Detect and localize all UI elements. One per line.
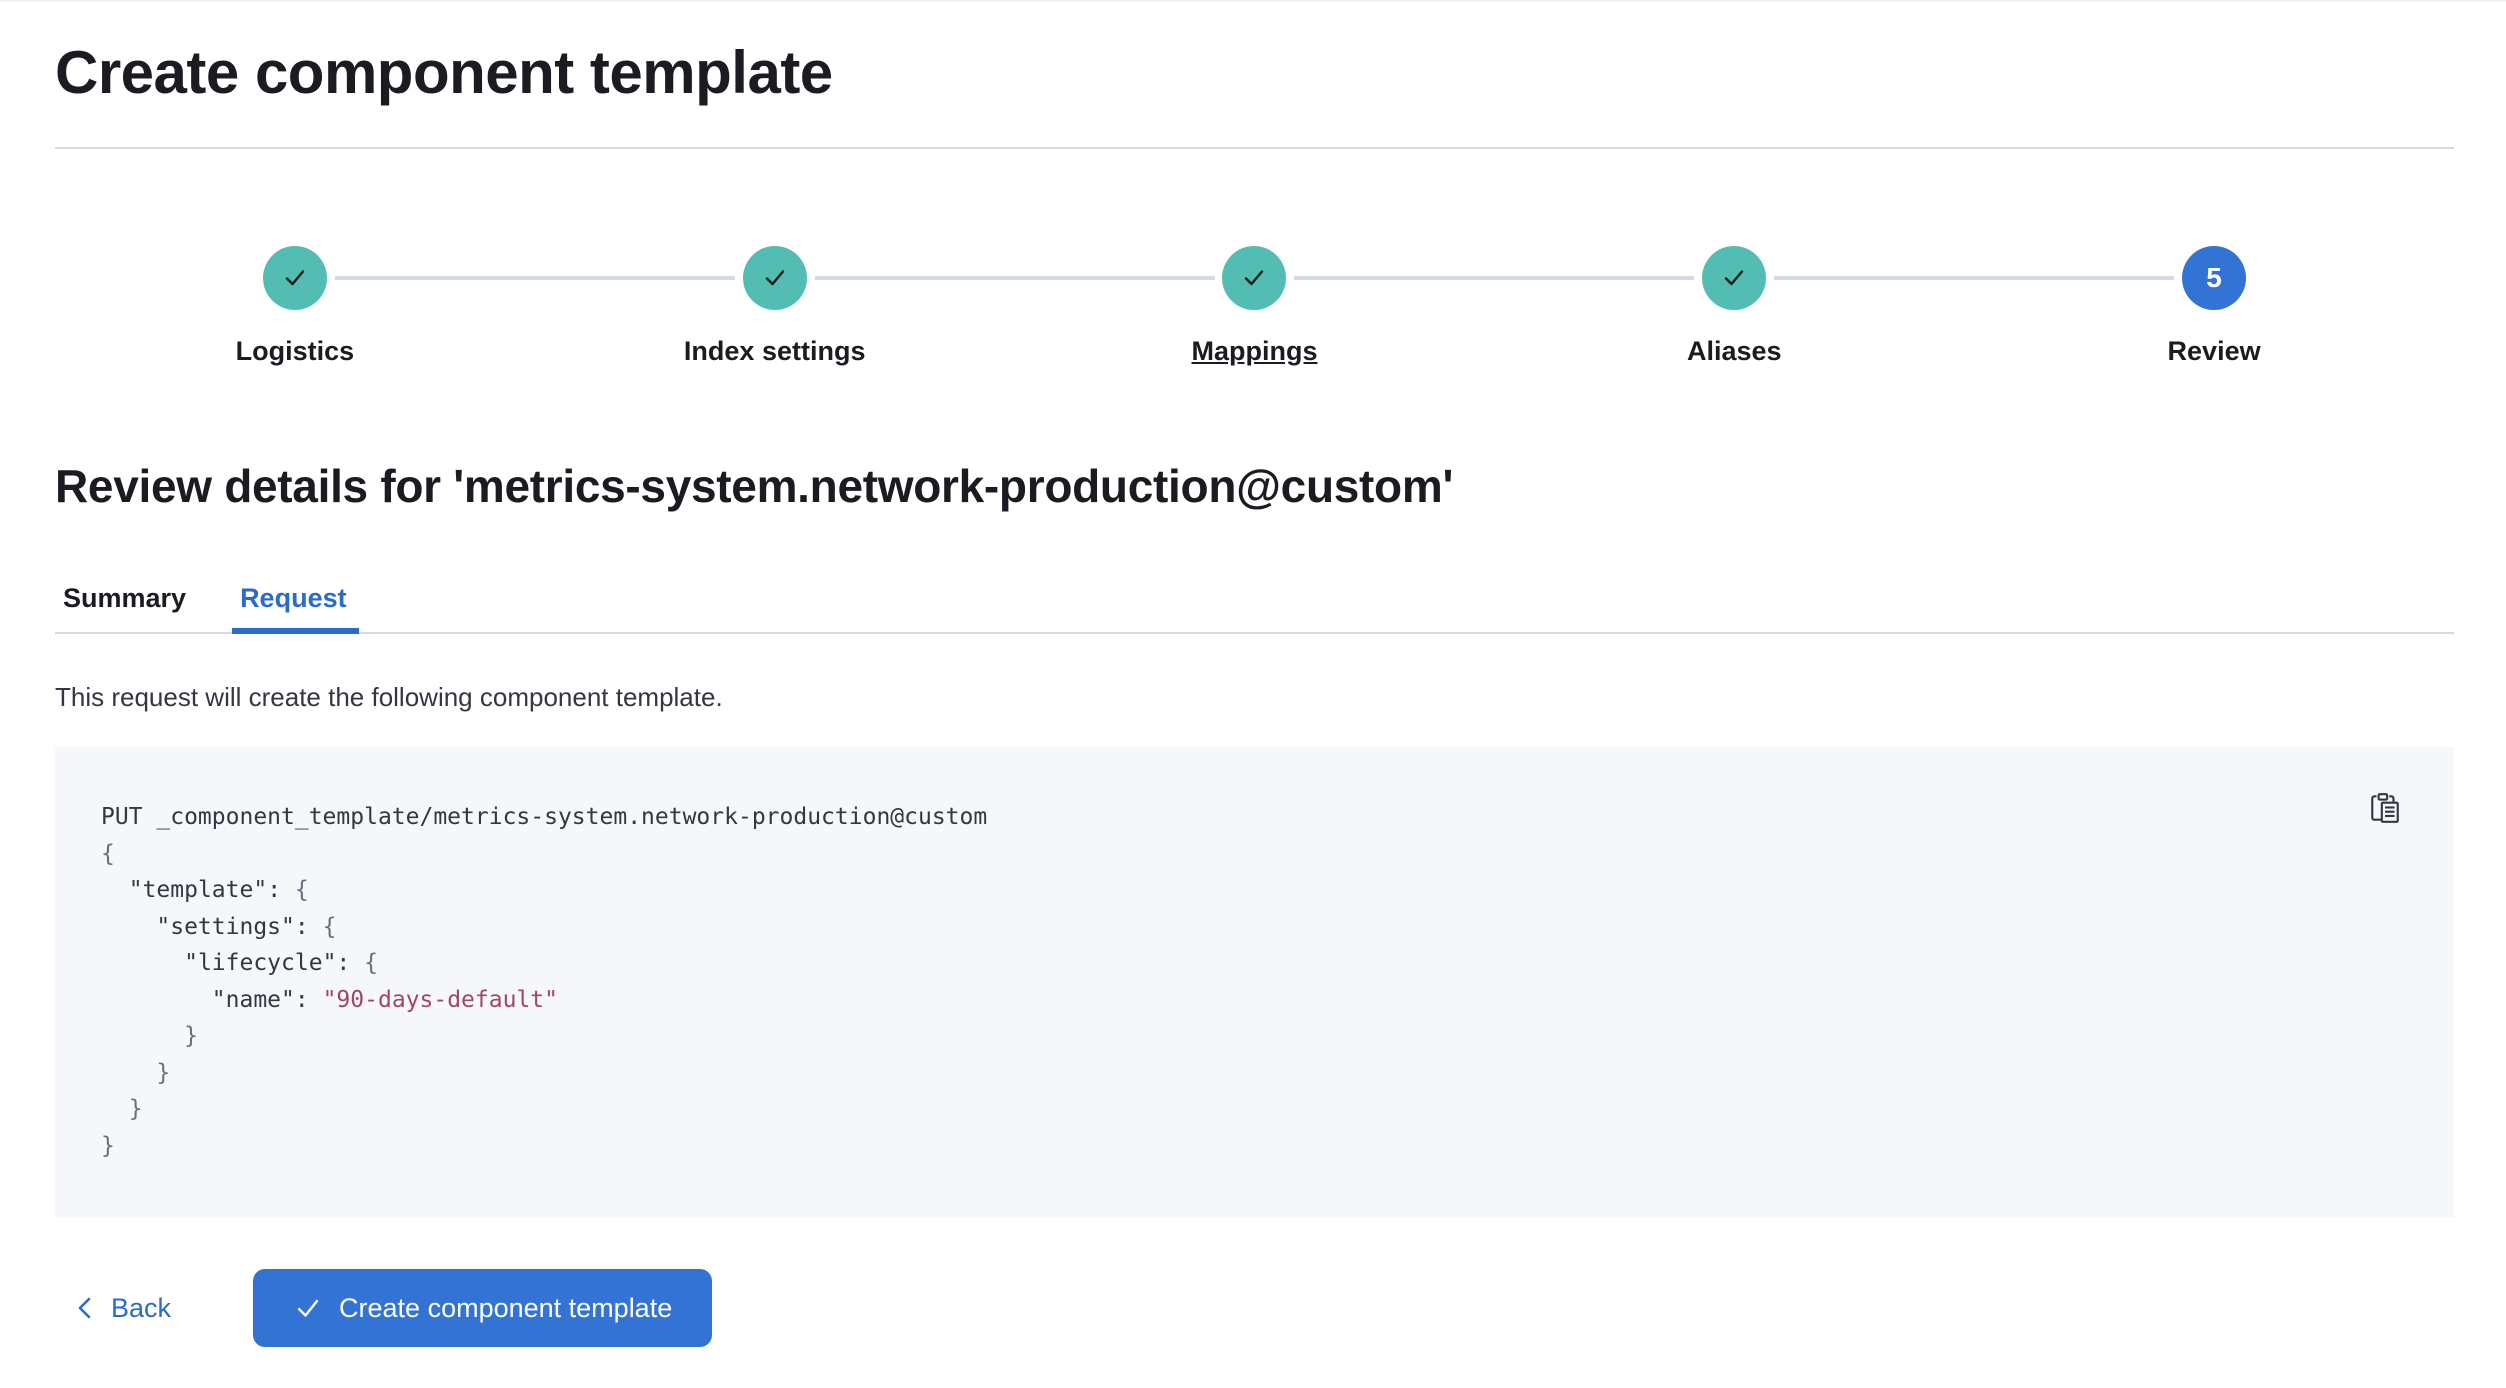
code-line: } (101, 1059, 171, 1086)
step-aliases[interactable]: Aliases (1494, 246, 1975, 367)
step-label[interactable]: Aliases (1687, 336, 1782, 366)
code-line: "lifecycle": { (184, 950, 378, 976)
check-icon (765, 270, 784, 286)
step-connector-line (814, 276, 1015, 280)
step-number: 5 (2206, 262, 2222, 293)
review-tabs: Summary Request (55, 583, 2454, 634)
request-code-block: PUT _component_template/metrics-system.n… (55, 747, 2454, 1217)
title-divider (55, 147, 2454, 149)
code-line: "template": { (128, 877, 309, 903)
review-details-heading: Review details for 'metrics-system.netwo… (55, 460, 1454, 512)
step-logistics[interactable]: Logistics (55, 246, 535, 367)
step-current-circle: 5 (2182, 246, 2247, 310)
step-connector-line (1494, 276, 1695, 280)
code-content: PUT _component_template/metrics-system.n… (101, 799, 2406, 1164)
check-icon (285, 270, 305, 286)
wizard-footer: Back Create component template (55, 1269, 2454, 1347)
create-component-template-page: Create component template Logistics Index… (0, 38, 2506, 1347)
tab-request[interactable]: Request (232, 583, 359, 634)
back-button-label: Back (111, 1292, 172, 1323)
check-icon (297, 1299, 319, 1317)
create-component-template-button[interactable]: Create component template (253, 1269, 713, 1347)
create-button-label: Create component template (339, 1292, 673, 1323)
code-line: { (101, 840, 115, 867)
step-label[interactable]: Logistics (235, 336, 355, 366)
code-line: } (101, 1023, 198, 1049)
step-index-settings[interactable]: Index settings (534, 246, 1015, 367)
step-connector-line (334, 276, 535, 280)
step-complete-circle[interactable] (1222, 246, 1287, 310)
check-icon (1245, 270, 1264, 286)
step-mappings[interactable]: Mappings (1014, 246, 1495, 367)
back-button[interactable]: Back (55, 1293, 187, 1324)
step-connector-line (1974, 276, 2175, 280)
step-label[interactable]: Index settings (683, 336, 866, 366)
step-complete-circle[interactable] (1702, 246, 1767, 310)
code-line: "settings": { (156, 913, 337, 940)
step-label[interactable]: Mappings (1191, 336, 1318, 366)
code-line: PUT _component_template/metrics-system.n… (101, 804, 988, 830)
request-description: This request will create the following c… (55, 682, 723, 712)
code-line: } (101, 1096, 143, 1122)
check-icon (1725, 270, 1744, 286)
code-line: "name": "90-days-default" (211, 986, 558, 1013)
page-title: Create component template (55, 39, 833, 106)
copy-to-clipboard-button[interactable] (2368, 791, 2402, 825)
chevron-left-icon (78, 1297, 91, 1319)
step-complete-circle[interactable] (742, 246, 807, 310)
step-complete-circle[interactable] (262, 246, 327, 310)
code-line: } (101, 1132, 115, 1159)
step-connector-line (534, 276, 735, 280)
step-label: Review (2167, 336, 2261, 366)
step-connector-line (1294, 276, 1495, 280)
tab-summary[interactable]: Summary (63, 583, 187, 613)
copy-clipboard-icon (2371, 793, 2399, 823)
step-connector-line (1014, 276, 1215, 280)
step-connector-line (1774, 276, 1975, 280)
